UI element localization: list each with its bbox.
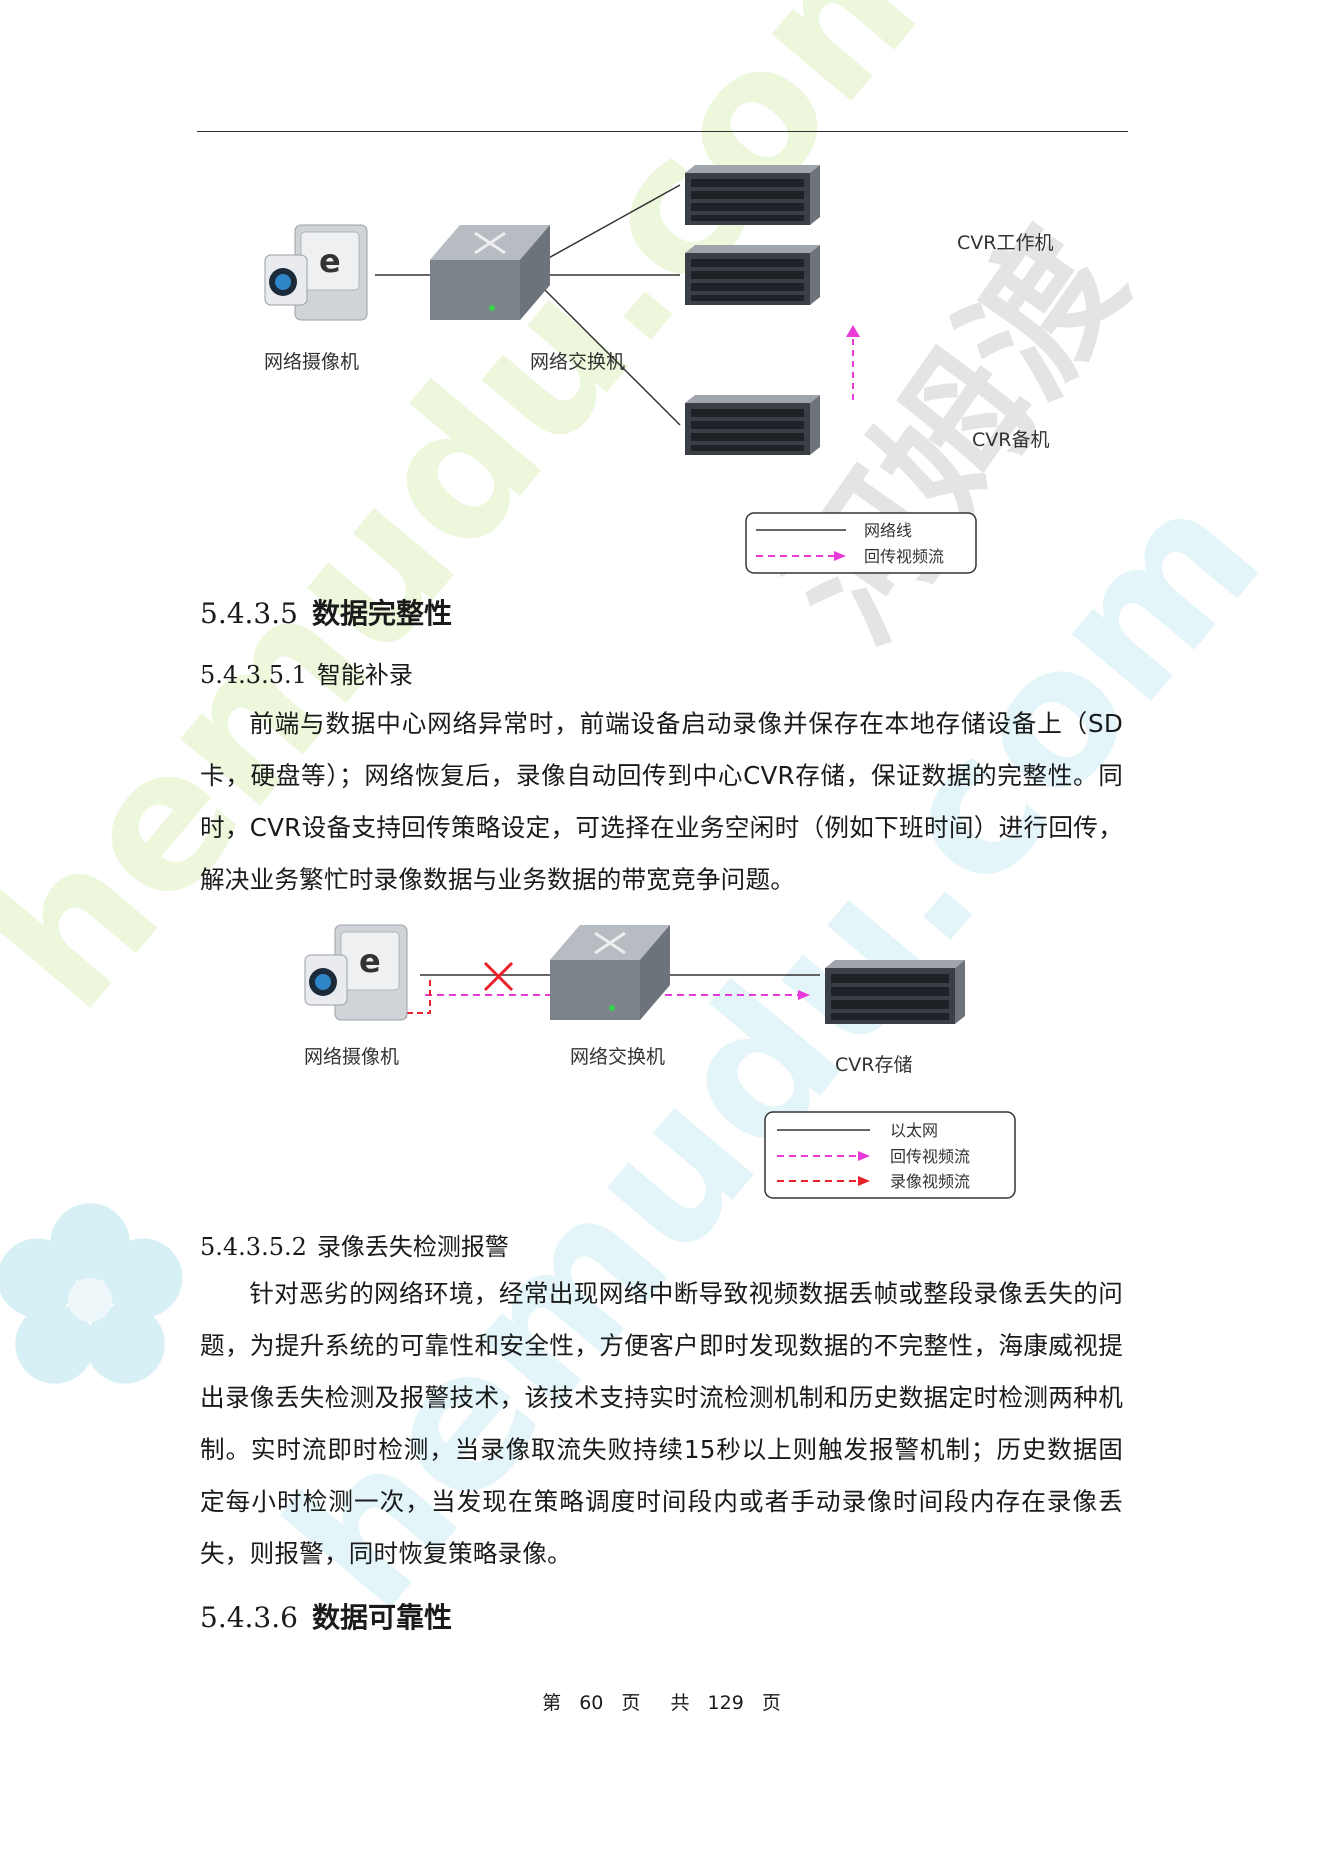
switch-label: 网络交换机 xyxy=(530,351,625,373)
legend-line-label: 网络线 xyxy=(864,521,912,540)
link-switch-work1 xyxy=(544,184,681,261)
figure1-legend: 网络线 回传视频流 xyxy=(745,512,977,574)
cvr-work-label: CVR工作机 xyxy=(957,232,1053,254)
network-switch-icon xyxy=(430,225,550,320)
legend-record-label: 录像视频流 xyxy=(890,1172,970,1191)
svg-text:e: e xyxy=(319,242,341,280)
cvr-storage-server-icon xyxy=(825,960,965,1024)
footer-total: 共 129 页 xyxy=(670,1692,781,1714)
return-stream-arrow xyxy=(846,325,860,400)
cvr-work-server-2-icon xyxy=(685,245,820,305)
cvr-work-server-1-icon xyxy=(685,165,820,225)
svg-text:e: e xyxy=(359,942,381,980)
switch-label: 网络交换机 xyxy=(570,1046,665,1068)
legend-ethernet-label: 以太网 xyxy=(890,1121,938,1140)
cvr-backup-label: CVR备机 xyxy=(972,429,1049,451)
paragraph-record-loss-detection: 针对恶劣的网络环境，经常出现网络中断导致视频数据丢帧或整段录像丢失的问题，为提升… xyxy=(200,1279,1123,1568)
link-switch-backup xyxy=(544,289,681,426)
legend-return-label: 回传视频流 xyxy=(890,1147,970,1166)
figure-smart-backfill-diagram: e 网络摄像机 网络交换机 xyxy=(280,915,1040,1205)
page-footer: 第 60 页 共 129 页 xyxy=(0,1688,1323,1715)
return-stream-arrow xyxy=(425,990,810,1000)
figure-cvr-failover-diagram: e 网络摄像机 网络交换机 xyxy=(240,155,1110,580)
figure2-legend: 以太网 回传视频流 录像视频流 xyxy=(764,1111,1016,1199)
cvr-backup-server-icon xyxy=(685,395,820,455)
paragraph-smart-backfill: 前端与数据中心网络异常时，前端设备启动录像并保存在本地存储设备上（SD卡，硬盘等… xyxy=(200,709,1123,894)
link-broken-x-icon xyxy=(483,961,514,992)
camera-label: 网络摄像机 xyxy=(264,351,359,373)
camera-label: 网络摄像机 xyxy=(304,1046,399,1068)
network-camera-icon: e xyxy=(304,924,408,1021)
legend-dashed-label: 回传视频流 xyxy=(864,547,944,566)
header-rule xyxy=(197,131,1128,132)
footer-page: 第 60 页 xyxy=(542,1692,641,1714)
network-camera-icon: e xyxy=(264,224,368,321)
cvr-storage-label: CVR存储 xyxy=(835,1054,912,1076)
network-switch-icon xyxy=(550,925,670,1020)
